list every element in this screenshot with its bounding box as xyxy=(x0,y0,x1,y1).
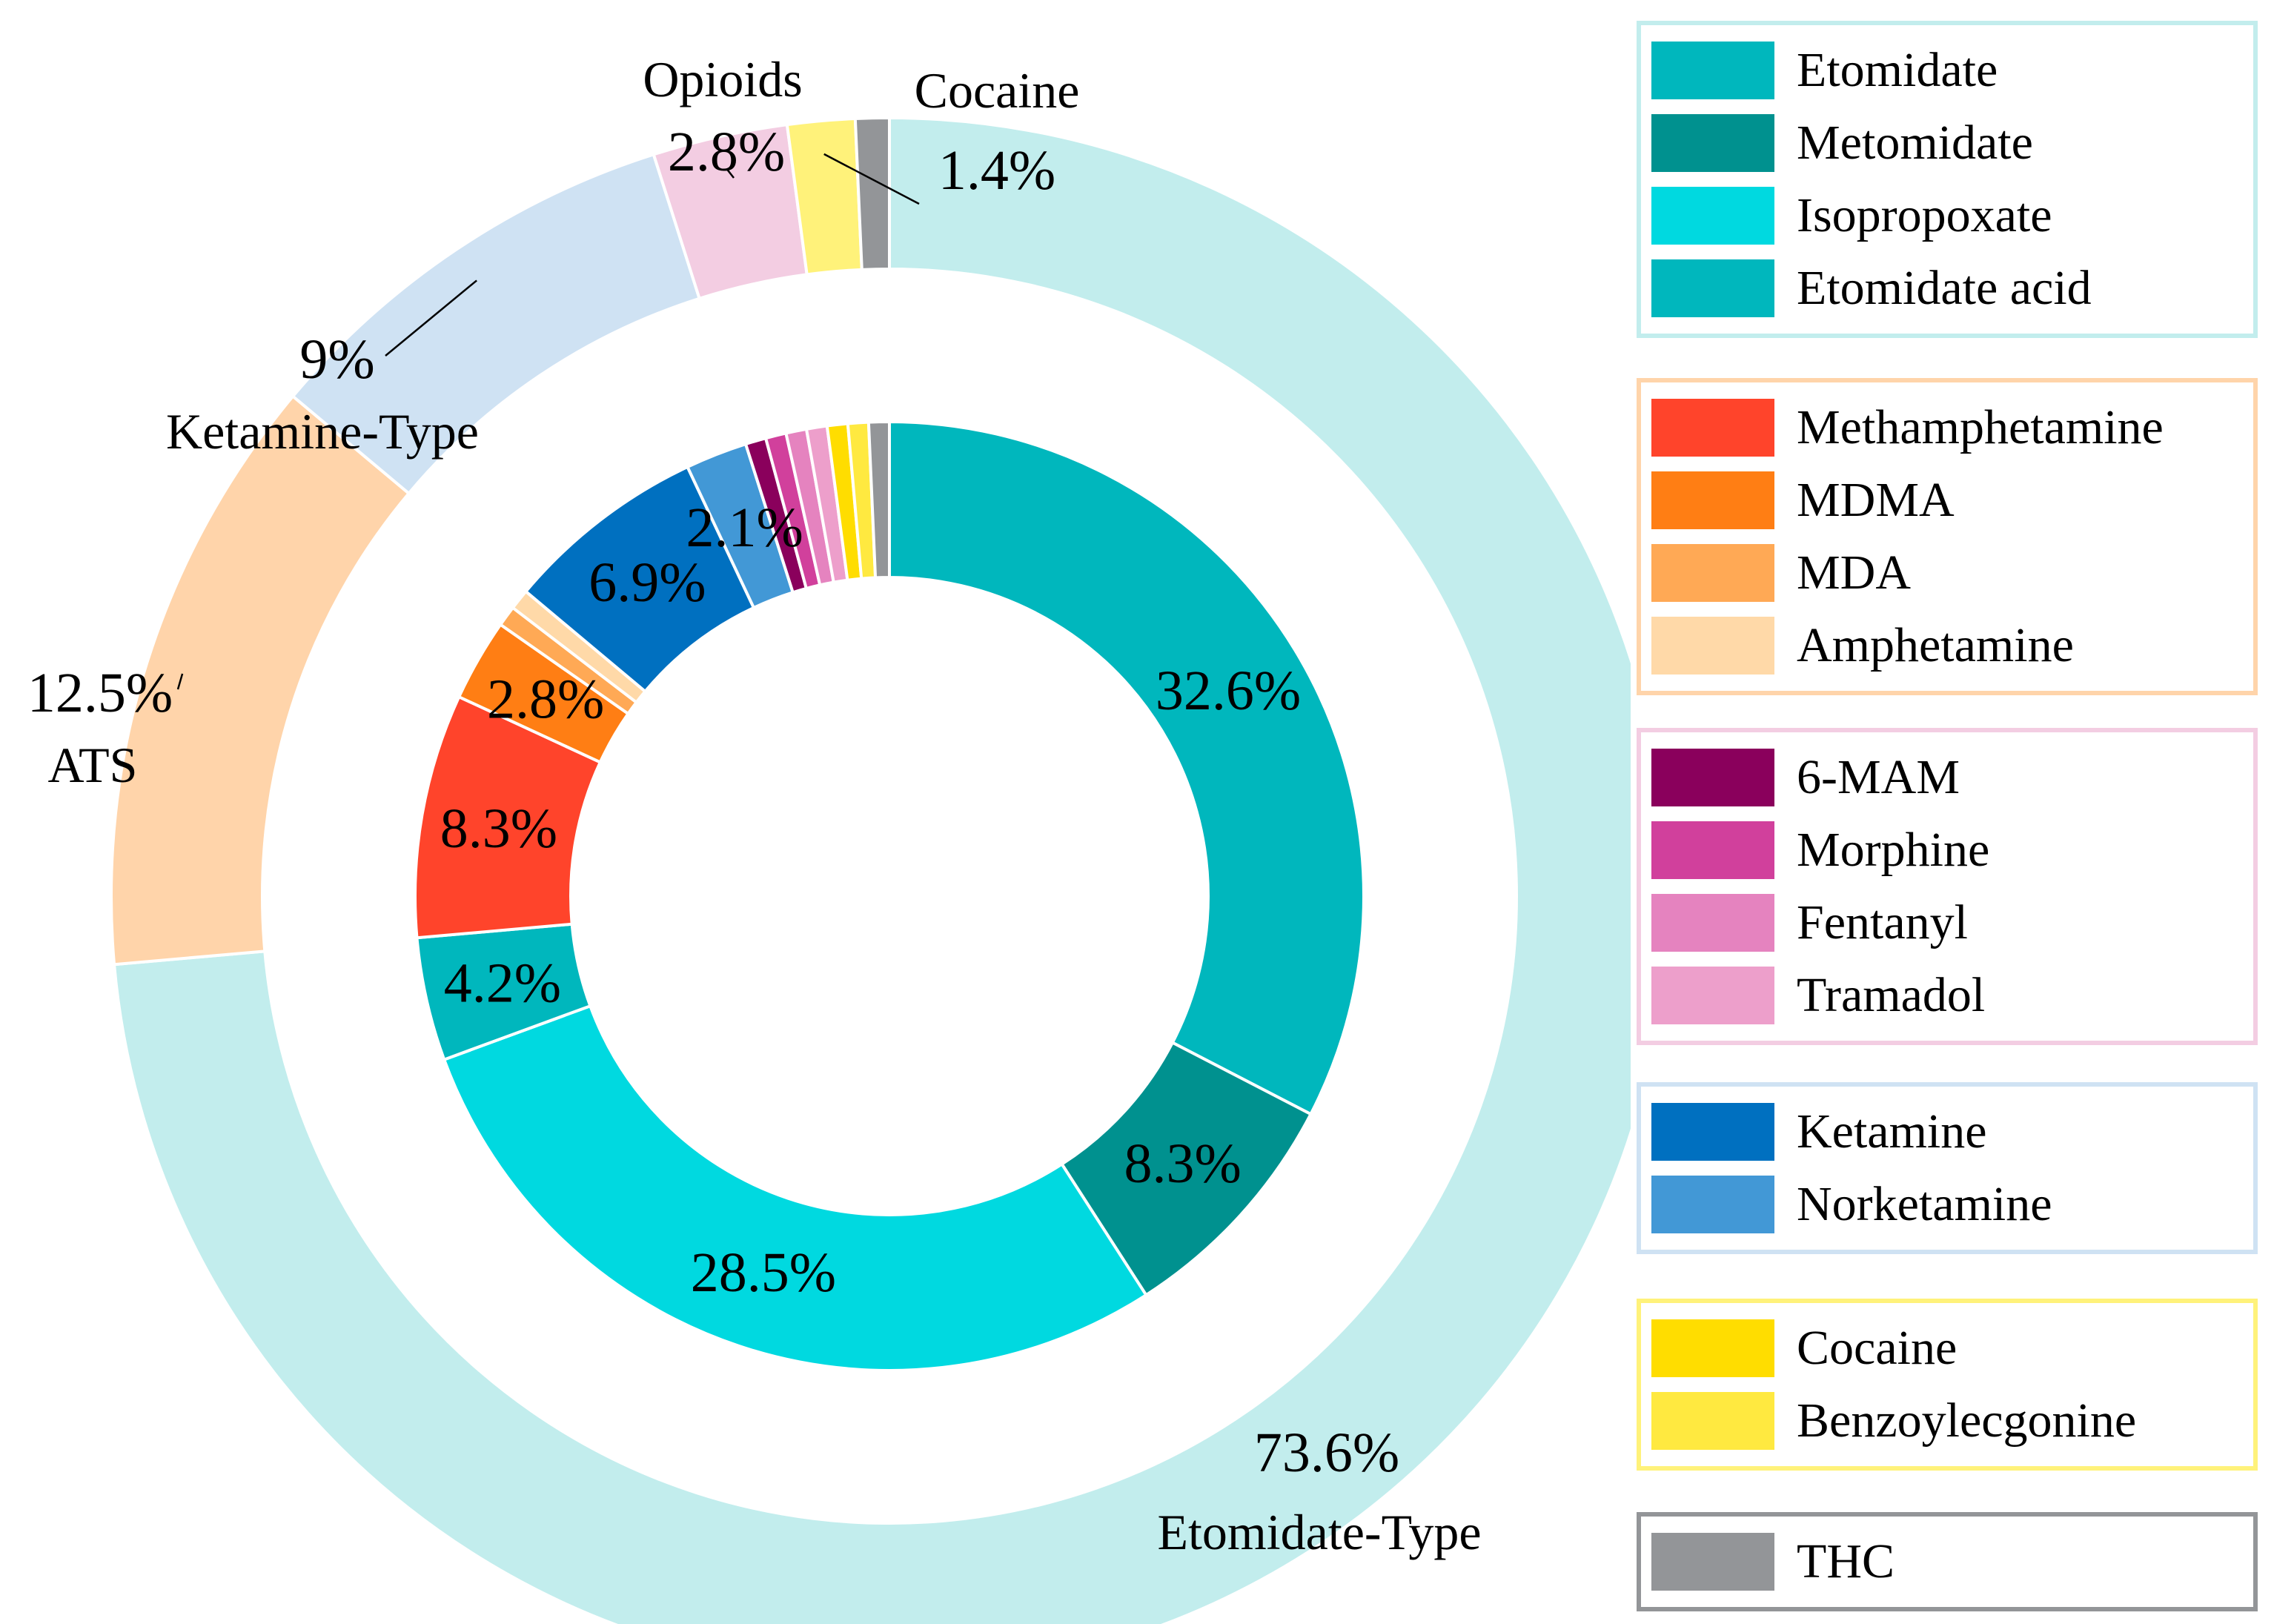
outer-category-etomidate-type: Etomidate-Type xyxy=(1157,1504,1481,1560)
legend-item-etomidate: Etomidate xyxy=(1651,34,2244,107)
inner-label-norketamine: 2.1% xyxy=(686,497,803,559)
legend-label: Methamphetamine xyxy=(1797,400,2164,454)
inner-label-isopropoxate: 28.5% xyxy=(691,1242,836,1304)
legend-label: 6-MAM xyxy=(1797,750,1960,804)
legend-item-norketamine: Norketamine xyxy=(1651,1168,2244,1241)
outer-ring-labels: 73.6% Etomidate-Type 12.5% ATS 9% Ketamine-Ty… xyxy=(27,51,1482,1560)
legend-item-mda: MDA xyxy=(1651,537,2244,609)
legend-swatch xyxy=(1651,1319,1774,1377)
legend-swatch xyxy=(1651,749,1774,806)
legend-label: Cocaine xyxy=(1797,1321,1958,1375)
outer-percent-cocaine: 1.4% xyxy=(938,139,1055,202)
legend-label: Norketamine xyxy=(1797,1177,2052,1231)
inner-ring-labels: 32.6% 8.3% 28.5% 4.2% 8.3% 2.8% 6.9%2.1% xyxy=(440,497,1301,1304)
legend-label: Isopropoxate xyxy=(1797,188,2052,242)
inner-label-etomidate-acid: 4.2% xyxy=(444,952,561,1015)
legend-label: Metomidate xyxy=(1797,116,2033,170)
outer-slice-thc xyxy=(853,116,891,271)
leader-line-ketamine-type xyxy=(385,279,477,357)
legend-item-mdma: MDMA xyxy=(1651,464,2244,537)
legend-swatch xyxy=(1651,471,1774,529)
legend-label: Tramadol xyxy=(1797,968,1986,1022)
outer-slice-etomidate-type xyxy=(112,116,1631,1624)
legend-item-methamphetamine: Methamphetamine xyxy=(1651,391,2244,464)
inner-slice-etomidate xyxy=(888,420,1365,1116)
donut-chart: 32.6% 8.3% 28.5% 4.2% 8.3% 2.8% 6.9%2.1% 73.6%… xyxy=(27,51,1631,1624)
legend-item-benzoylecgonine: Benzoylecgonine xyxy=(1651,1385,2244,1457)
legend-label: MDA xyxy=(1797,546,1912,600)
legend-item-isopropoxate: Isopropoxate xyxy=(1651,179,2244,252)
inner-label-metomidate: 8.3% xyxy=(1124,1133,1242,1195)
legend-item-etomidate-acid: Etomidate acid xyxy=(1651,252,2244,325)
legend-label: Amphetamine xyxy=(1797,618,2074,672)
legend-swatch xyxy=(1651,617,1774,675)
outer-percent-etomidate-type: 73.6% xyxy=(1254,1422,1399,1484)
legend-label: Fentanyl xyxy=(1797,895,1968,949)
legend-item-thc: THC xyxy=(1651,1525,2244,1598)
outer-ring xyxy=(110,116,1631,1624)
outer-category-ketamine-type: Ketamine-Type xyxy=(166,403,479,460)
legend-label: Etomidate xyxy=(1797,43,1998,97)
legend-label: MDMA xyxy=(1797,473,1955,527)
outer-category-opioids: Opioids xyxy=(643,51,802,107)
outer-category-cocaine: Cocaine xyxy=(915,62,1080,119)
outer-percent-ketamine-type: 9% xyxy=(299,328,374,391)
legend-item-morphine: Morphine xyxy=(1651,814,2244,886)
legend-item-fentanyl: Fentanyl xyxy=(1651,886,2244,959)
legend-swatch xyxy=(1651,1103,1774,1161)
leader-line-cocaine xyxy=(823,153,920,205)
legend-label: Ketamine xyxy=(1797,1104,1987,1159)
legend-swatch xyxy=(1651,821,1774,879)
legend-item-ketamine: Ketamine xyxy=(1651,1096,2244,1168)
legend-label: Benzoylecgonine xyxy=(1797,1393,2137,1448)
inner-label-mdma: 2.8% xyxy=(487,668,604,730)
legend-swatch xyxy=(1651,1176,1774,1233)
legend-item-tramadol: Tramadol xyxy=(1651,959,2244,1032)
legend-item-metomidate: Metomidate xyxy=(1651,107,2244,179)
legend-label: Morphine xyxy=(1797,823,1990,877)
inner-ring xyxy=(414,420,1365,1372)
legend-label: THC xyxy=(1797,1534,1895,1588)
inner-slice-thc xyxy=(866,420,891,580)
inner-slice-isopropoxate xyxy=(442,1004,1149,1372)
inner-label-etomidate: 32.6% xyxy=(1156,660,1301,722)
legend-swatch xyxy=(1651,42,1774,99)
legend-swatch xyxy=(1651,187,1774,245)
legend-swatch xyxy=(1651,544,1774,602)
legend-item-6-mam: 6-MAM xyxy=(1651,741,2244,814)
outer-percent-ats: 12.5% xyxy=(27,662,173,724)
legend-swatch xyxy=(1651,114,1774,172)
inner-label-ketamine: 6.9% xyxy=(589,551,706,614)
legend-swatch xyxy=(1651,1533,1774,1591)
legend-swatch xyxy=(1651,259,1774,317)
leader-line-ats xyxy=(176,673,184,690)
legend-group: THC xyxy=(1637,1512,2258,1611)
legend-swatch xyxy=(1651,1392,1774,1450)
legend-swatch xyxy=(1651,399,1774,457)
legend-swatch xyxy=(1651,894,1774,952)
legend-item-cocaine: Cocaine xyxy=(1651,1312,2244,1385)
outer-category-ats: ATS xyxy=(48,737,138,793)
leader-line-opioids xyxy=(726,168,735,179)
legend-label: Etomidate acid xyxy=(1797,261,2092,315)
outer-percent-opioids: 2.8% xyxy=(668,121,785,183)
legend-item-amphetamine: Amphetamine xyxy=(1651,609,2244,682)
inner-label-methamphetamine: 8.3% xyxy=(440,798,557,860)
legend-swatch xyxy=(1651,967,1774,1024)
